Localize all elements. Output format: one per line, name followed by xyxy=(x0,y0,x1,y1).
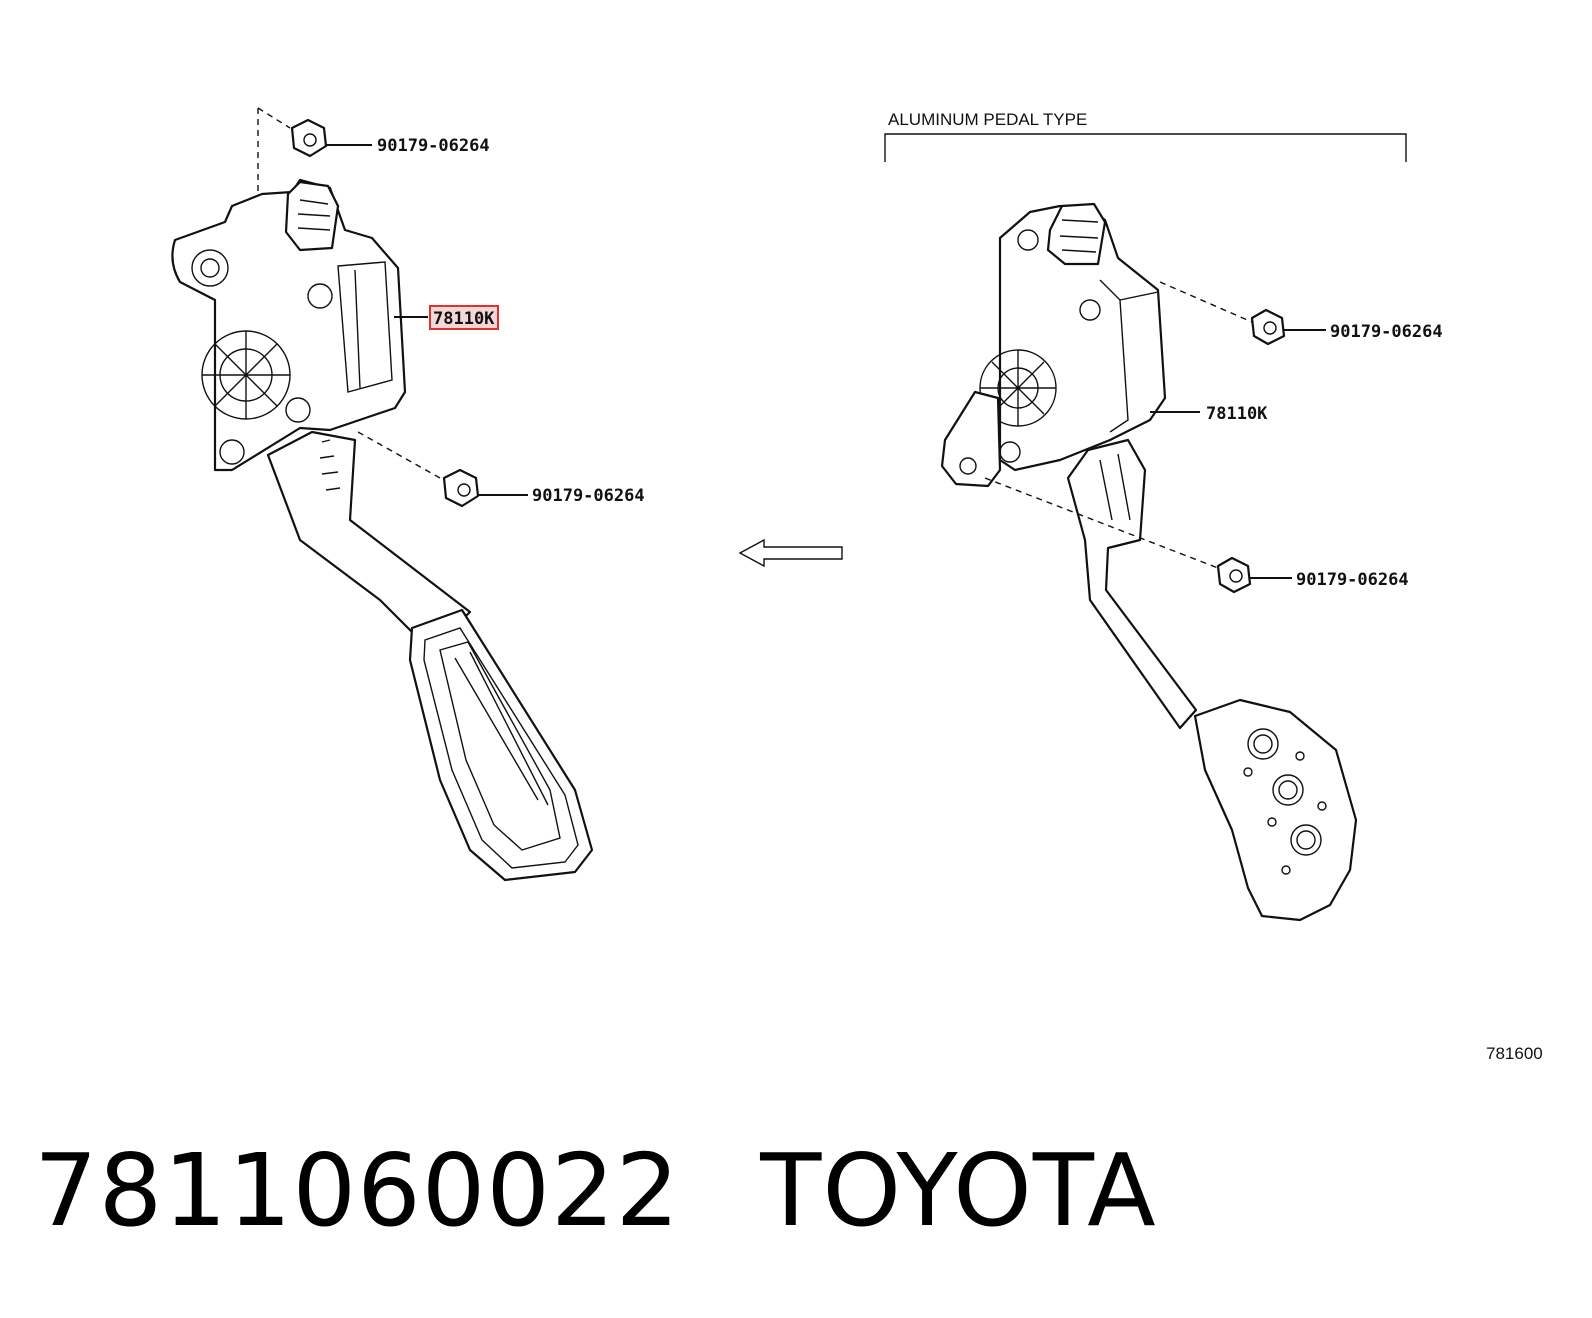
left-nut-bottom xyxy=(442,468,480,508)
callout-right-nut-bottom: 90179-06264 xyxy=(1296,570,1409,590)
variant-bracket xyxy=(884,133,1407,162)
callout-right-pedal: 78110K xyxy=(1206,404,1268,424)
right-nut-bottom xyxy=(1216,556,1252,594)
direction-arrow-icon xyxy=(738,538,843,568)
caption-part-number: 7811060022 xyxy=(34,1132,681,1249)
callout-left-nut-top: 90179-06264 xyxy=(377,136,490,156)
right-nut-top xyxy=(1250,308,1286,346)
variant-label: ALUMINUM PEDAL TYPE xyxy=(888,110,1087,129)
callout-left-pedal[interactable]: 78110K xyxy=(433,309,495,329)
caption-brand: TOYOTA xyxy=(760,1132,1157,1249)
left-nut-top xyxy=(290,118,328,158)
callout-left-nut-bottom: 90179-06264 xyxy=(532,486,645,506)
right-pedal-assembly xyxy=(940,202,1358,922)
callout-right-nut-top: 90179-06264 xyxy=(1330,322,1443,342)
callout-highlight-box xyxy=(429,305,499,330)
figure-number: 781600 xyxy=(1486,1044,1543,1063)
left-pedal-assembly xyxy=(171,107,594,882)
part-caption: 7811060022 TOYOTA xyxy=(34,1132,1237,1249)
